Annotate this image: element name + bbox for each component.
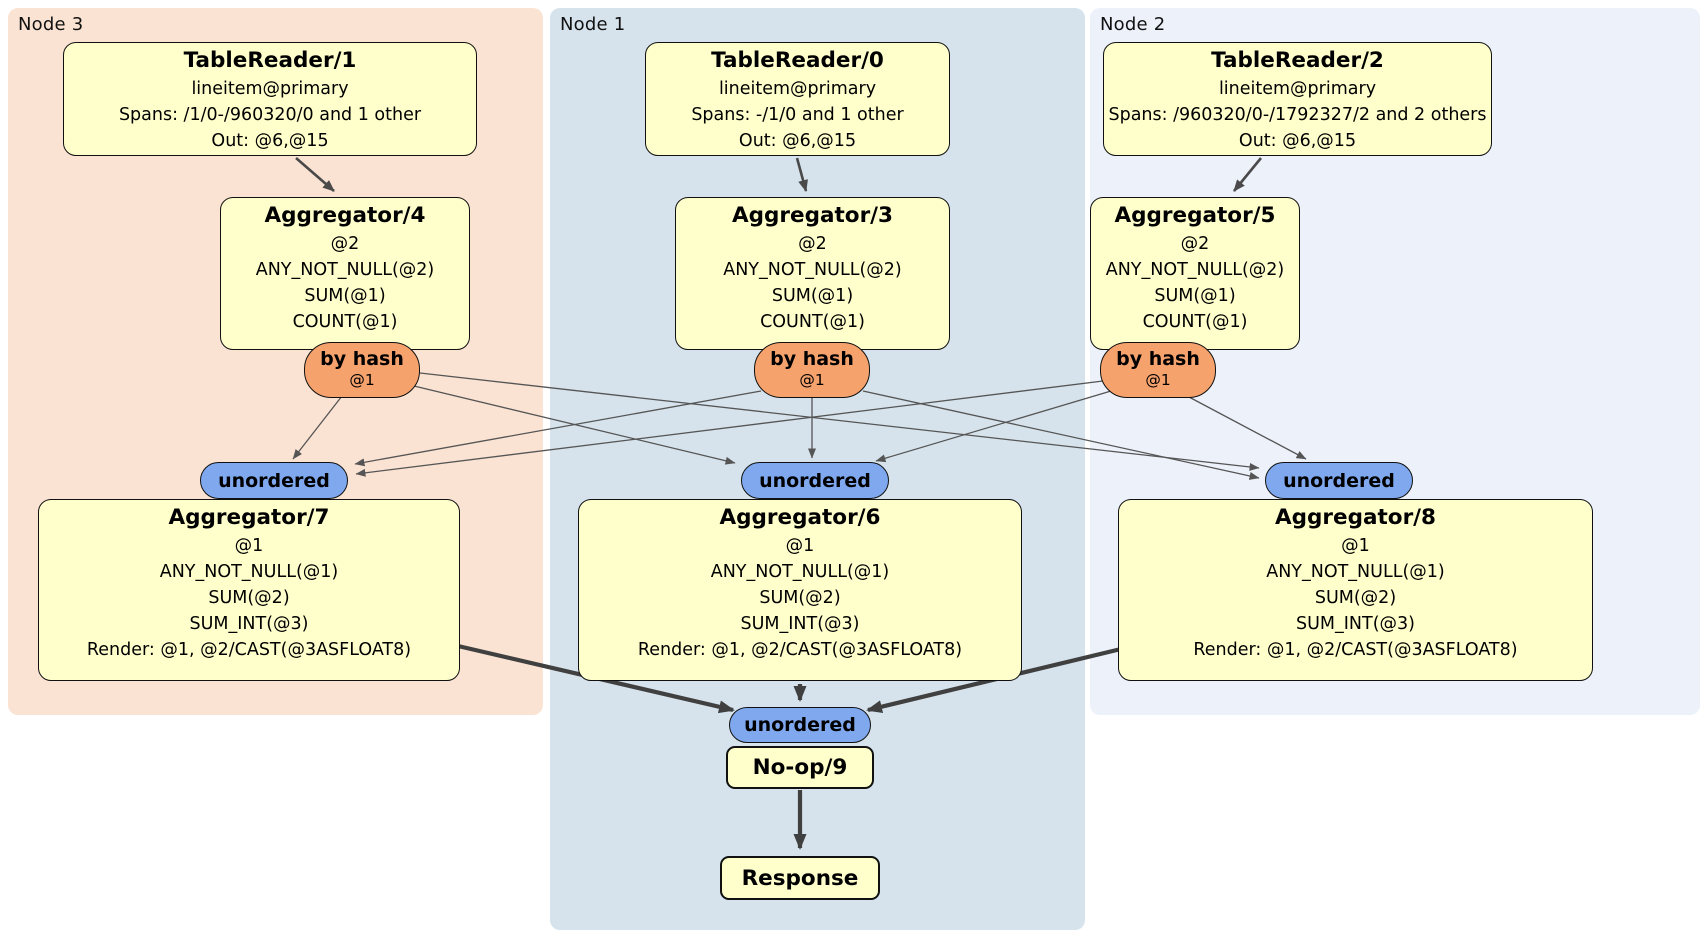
processor-agg-fn: COUNT(@1) [1142,312,1248,332]
node-group-label: Node 3 [18,14,84,35]
processor-title: Aggregator/7 [168,505,330,530]
processor-aggregator-7: Aggregator/7 @1 ANY_NOT_NULL(@1) SUM(@2)… [38,499,460,681]
processor-out: Out: @6,@15 [738,131,857,151]
node-group-label: Node 2 [1100,14,1166,35]
sync-unordered-6: unordered [741,462,889,499]
sync-unordered-8: unordered [1265,462,1413,499]
processor-title: TableReader/1 [183,48,357,73]
router-label: by hash [320,348,404,370]
processor-agg-fn: SUM(@2) [759,588,841,608]
processor-agg-fn: SUM(@2) [1314,588,1397,608]
processor-render: Render: @1, @2/CAST(@3ASFLOAT8) [637,640,963,660]
router-by-hash-5: by hash @1 [1100,342,1216,398]
processor-agg-fn: ANY_NOT_NULL(@1) [710,562,890,582]
processor-agg-fn: COUNT(@1) [292,312,398,332]
processor-render: Render: @1, @2/CAST(@3ASFLOAT8) [86,640,412,660]
processor-groupcols: @1 [234,536,264,556]
processor-title: TableReader/0 [711,48,884,73]
router-columns: @1 [349,371,375,389]
processor-agg-fn: SUM_INT(@3) [740,614,860,634]
processor-title: Aggregator/5 [1114,203,1276,228]
processor-aggregator-4: Aggregator/4 @2 ANY_NOT_NULL(@2) SUM(@1)… [220,197,470,350]
processor-title: Aggregator/6 [719,505,881,530]
processor-title: Aggregator/3 [732,203,893,228]
processor-aggregator-3: Aggregator/3 @2 ANY_NOT_NULL(@2) SUM(@1)… [675,197,950,350]
sync-unordered-final: unordered [729,707,871,743]
sync-unordered-7: unordered [200,462,348,499]
processor-agg-fn: SUM(@1) [1154,286,1236,306]
response-node: Response [720,856,880,900]
processor-index: lineitem@primary [191,79,349,99]
processor-title: Aggregator/4 [264,203,426,228]
processor-agg-fn: SUM_INT(@3) [1296,614,1415,634]
processor-groupcols: @2 [798,234,827,254]
processor-title: TableReader/2 [1211,48,1384,73]
processor-agg-fn: ANY_NOT_NULL(@2) [723,260,902,280]
router-columns: @1 [799,371,825,389]
router-by-hash-3: by hash @1 [754,342,870,398]
router-by-hash-4: by hash @1 [304,342,420,398]
processor-agg-fn: ANY_NOT_NULL(@1) [159,562,339,582]
processor-out: Out: @6,@15 [211,131,329,151]
node-group-label: Node 1 [560,14,626,35]
processor-agg-fn: ANY_NOT_NULL(@2) [255,260,435,280]
processor-groupcols: @1 [785,536,815,556]
router-label: by hash [770,348,854,370]
processor-noop-9: No-op/9 [726,746,874,789]
processor-spans: Spans: -/1/0 and 1 other [691,105,904,125]
processor-spans: Spans: /960320/0-/1792327/2 and 2 others [1108,105,1487,125]
processor-aggregator-6: Aggregator/6 @1 ANY_NOT_NULL(@1) SUM(@2)… [578,499,1022,681]
processor-spans: Spans: /1/0-/960320/0 and 1 other [118,105,422,125]
processor-title: Aggregator/8 [1275,505,1436,530]
processor-agg-fn: SUM(@1) [771,286,854,306]
processor-groupcols: @2 [1180,234,1210,254]
processor-render: Render: @1, @2/CAST(@3ASFLOAT8) [1193,640,1518,660]
processor-index: lineitem@primary [718,79,877,99]
processor-agg-fn: ANY_NOT_NULL(@1) [1266,562,1445,582]
processor-agg-fn: SUM(@2) [208,588,290,608]
processor-tablereader-2: TableReader/2 lineitem@primary Spans: /9… [1103,42,1492,156]
router-columns: @1 [1145,371,1171,389]
processor-tablereader-0: TableReader/0 lineitem@primary Spans: -/… [645,42,950,156]
processor-agg-fn: COUNT(@1) [760,312,865,332]
processor-aggregator-8: Aggregator/8 @1 ANY_NOT_NULL(@1) SUM(@2)… [1118,499,1593,681]
processor-agg-fn: ANY_NOT_NULL(@2) [1105,260,1285,280]
processor-agg-fn: SUM(@1) [304,286,386,306]
processor-aggregator-5: Aggregator/5 @2 ANY_NOT_NULL(@2) SUM(@1)… [1090,197,1300,350]
processor-out: Out: @6,@15 [1238,131,1357,151]
processor-agg-fn: SUM_INT(@3) [189,614,309,634]
router-label: by hash [1116,348,1200,370]
processor-tablereader-1: TableReader/1 lineitem@primary Spans: /1… [63,42,477,156]
processor-index: lineitem@primary [1218,79,1377,99]
processor-groupcols: @1 [1341,536,1370,556]
processor-groupcols: @2 [330,234,360,254]
